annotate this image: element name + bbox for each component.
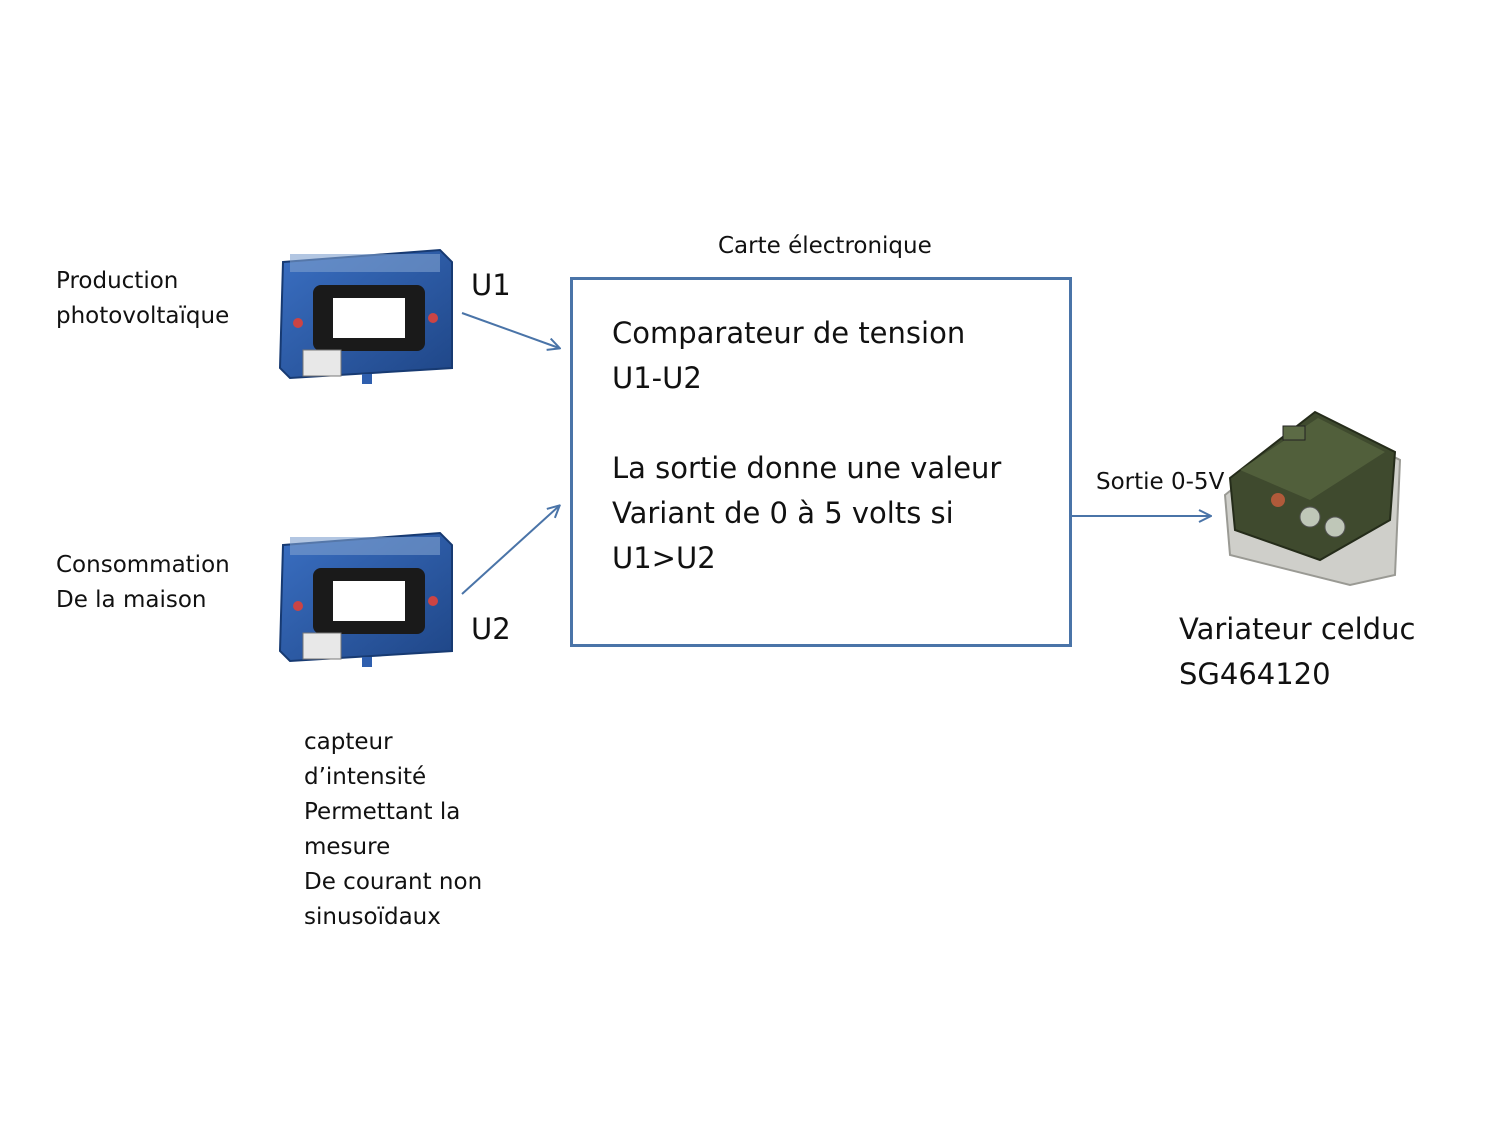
sensor-caption: capteur d’intensité Permettant la mesure…	[304, 729, 483, 930]
comparator-box	[570, 277, 1072, 647]
arrow-u1	[461, 312, 559, 348]
comparator-text-1: Comparateur de tension U1-U2	[612, 316, 966, 395]
card-title: Carte électronique	[718, 233, 932, 259]
consommation-label: Consommation De la maison	[56, 552, 230, 613]
sortie-label: Sortie 0-5V	[1096, 469, 1225, 495]
variator-label: Variateur celduc SG464120	[1179, 612, 1416, 691]
production-label: Production photovoltaïque	[56, 268, 230, 329]
current-sensor-2-icon	[278, 531, 453, 667]
comparator-text-2: La sortie donne une valeur Variant de 0 …	[612, 451, 1002, 575]
variator-celduc-icon	[1223, 410, 1402, 587]
arrow-u2	[461, 506, 559, 595]
u1-label: U1	[471, 268, 511, 302]
u2-label: U2	[471, 612, 511, 646]
current-sensor-1-icon	[278, 248, 453, 384]
